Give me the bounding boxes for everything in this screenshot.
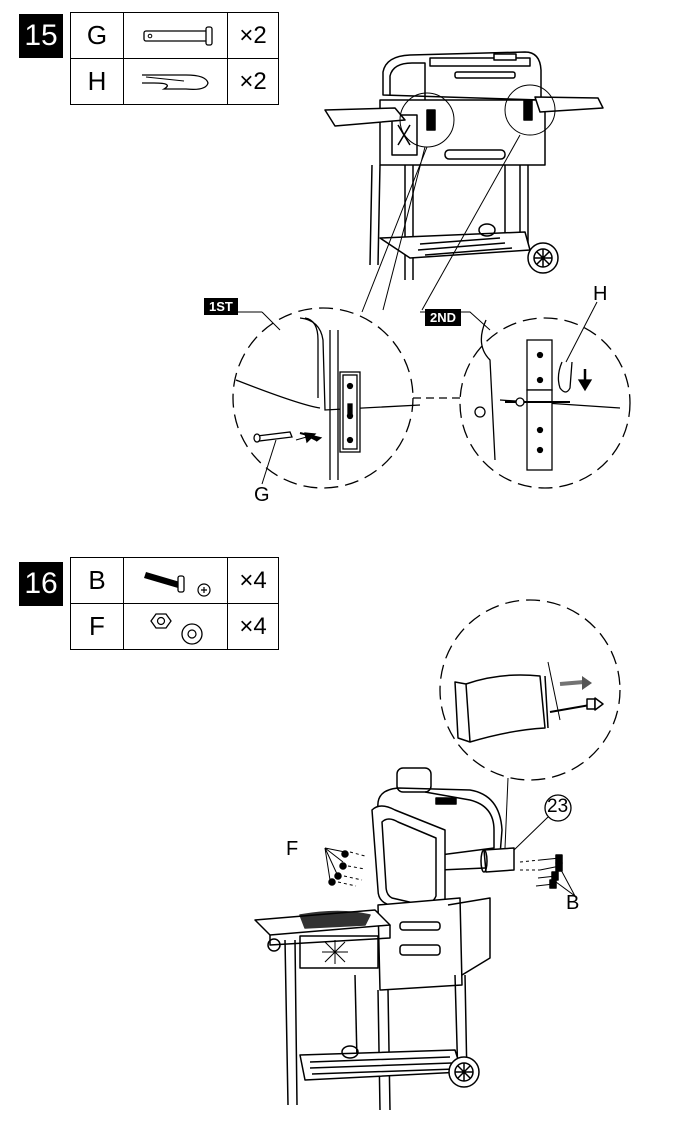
callout-23: 23 [547,796,568,818]
label-f: F [286,838,298,861]
label-b: B [566,892,579,915]
